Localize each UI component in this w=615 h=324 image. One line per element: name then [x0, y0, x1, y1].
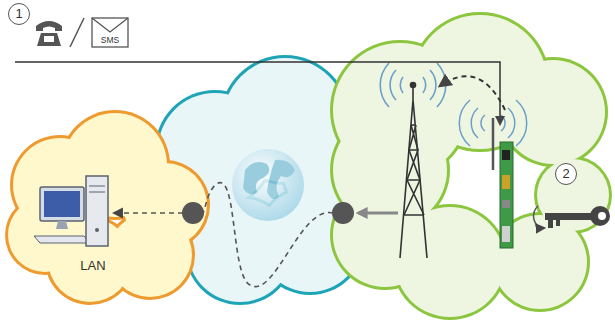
key-switch: [534, 206, 610, 228]
radio-link: [440, 76, 505, 110]
sms-envelope: [92, 18, 128, 47]
gateway-dot: [182, 202, 204, 224]
radio-tower: [380, 63, 446, 258]
mobile-arrow: [358, 212, 398, 215]
computer-icon: [34, 176, 108, 246]
callout-number: 2: [555, 163, 577, 185]
data-path: [203, 183, 333, 287]
network-label: LAN: [80, 258, 105, 273]
callout-number: 1: [8, 3, 30, 25]
mobile-cloud: [330, 12, 612, 320]
cloud-shape: [5, 110, 210, 305]
slash: [70, 18, 84, 47]
globe: [232, 149, 304, 221]
gateway-dot: [332, 202, 354, 224]
data-arrow: [114, 212, 183, 214]
trigger-line: [15, 62, 500, 124]
phone-icon: [36, 21, 62, 46]
gsm-module: [459, 100, 526, 248]
sms-text: SMS: [101, 36, 119, 45]
